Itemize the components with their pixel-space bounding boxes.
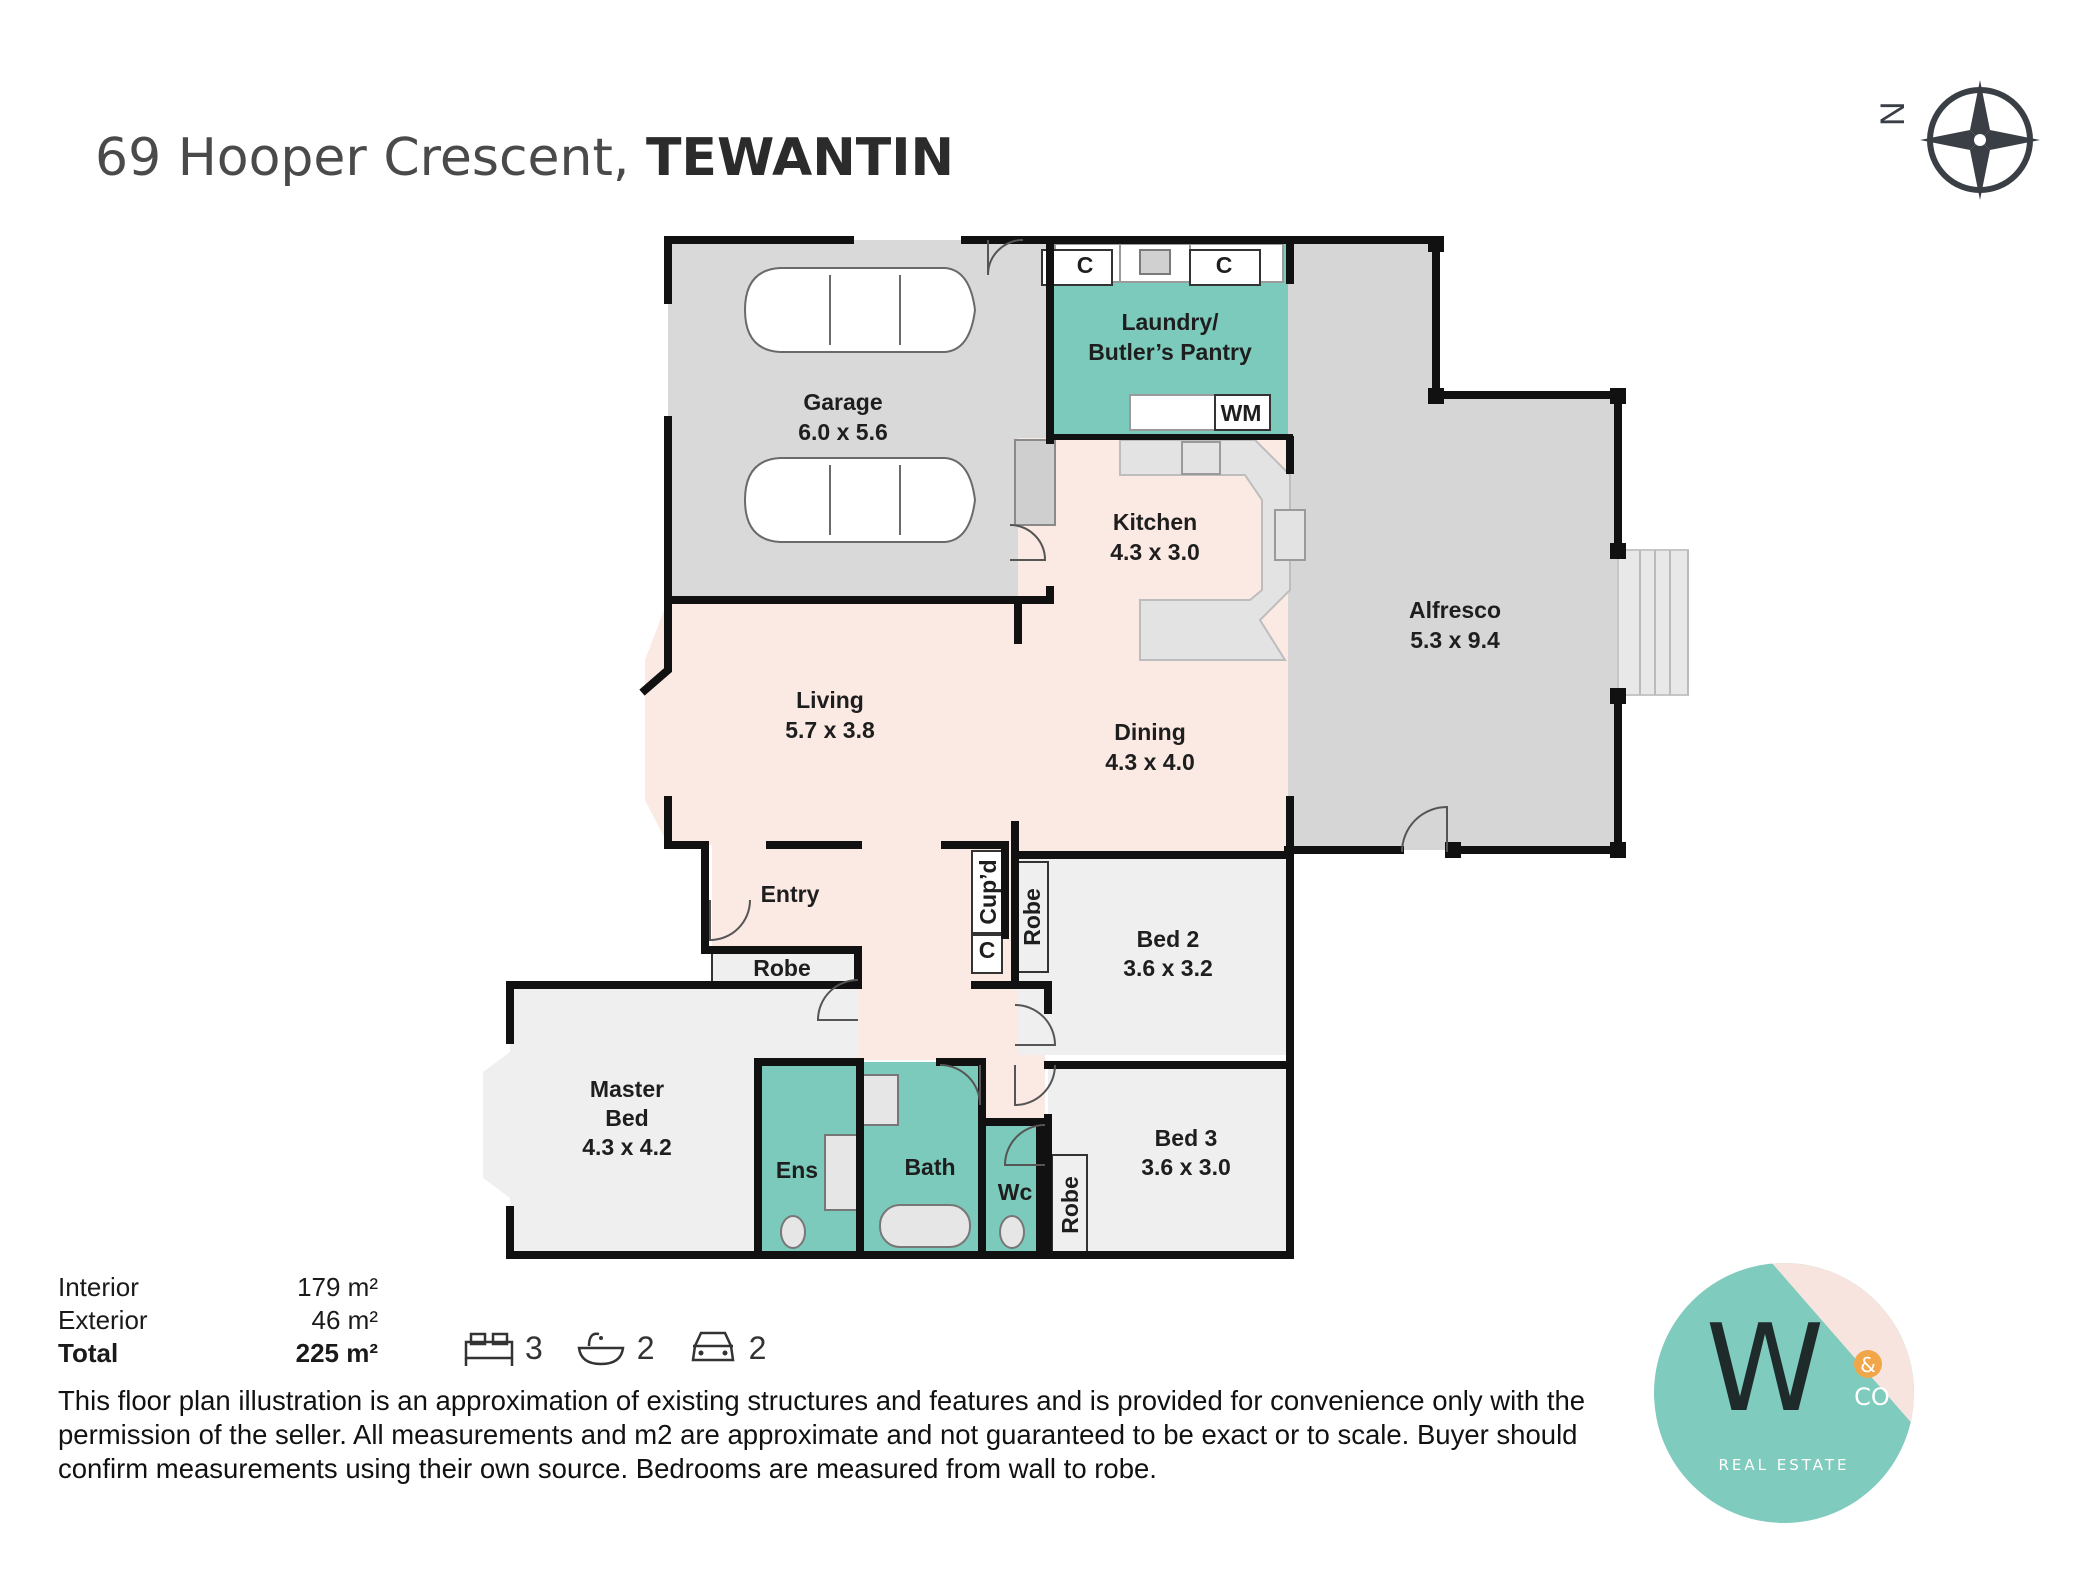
alfresco-area-main — [1288, 395, 1618, 850]
garage-dims: 6.0 x 5.6 — [798, 419, 888, 445]
master-bed-label-1: Master — [590, 1076, 664, 1102]
washing-machine-label: WM — [1221, 400, 1262, 426]
butlers-pantry-label: Butler’s Pantry — [1088, 339, 1252, 365]
logo-co: CO — [1854, 1383, 1890, 1411]
laundry-label: Laundry/ — [1121, 309, 1219, 335]
walls — [506, 236, 1622, 1259]
logo-letter: W — [1706, 1300, 1825, 1439]
suburb-text: TEWANTIN — [645, 128, 955, 188]
bed3-dims: 3.6 x 3.0 — [1141, 1154, 1231, 1180]
living-label: Living — [796, 687, 864, 713]
total-label: Total — [58, 1338, 119, 1368]
bath-label: Bath — [904, 1154, 955, 1180]
interior-value: 179 m² — [297, 1272, 378, 1302]
bed2-label: Bed 2 — [1137, 926, 1200, 952]
page-title: 69 Hooper Crescent, TEWANTIN — [95, 128, 954, 188]
dining-label: Dining — [1114, 719, 1186, 745]
bedroom-count: 3 — [525, 1329, 543, 1366]
cupboard-label-3: C — [979, 937, 996, 963]
kitchen-bench — [1119, 439, 1291, 661]
robe-label-master: Robe — [753, 955, 811, 981]
living-dims: 5.7 x 3.8 — [785, 717, 875, 743]
wc-label: Wc — [998, 1179, 1033, 1205]
kitchen-label: Kitchen — [1113, 509, 1197, 535]
cupboard-label-2: C — [1216, 252, 1233, 278]
car-icon — [691, 1331, 735, 1362]
exterior-value: 46 m² — [311, 1305, 378, 1335]
interior-label: Interior — [58, 1272, 139, 1302]
alfresco-dims: 5.3 x 9.4 — [1410, 627, 1500, 653]
total-value: 225 m² — [295, 1338, 378, 1368]
exterior-label: Exterior — [58, 1305, 148, 1335]
alfresco-label: Alfresco — [1409, 597, 1501, 623]
bed2-area — [1018, 855, 1288, 1055]
kitchen-dims: 4.3 x 3.0 — [1110, 539, 1200, 565]
address-text: 69 Hooper Crescent, — [95, 128, 630, 188]
robe-label-bed2: Robe — [1019, 888, 1045, 946]
car-icon — [743, 267, 977, 543]
ensuite-label: Ens — [776, 1157, 818, 1183]
logo-amp: & — [1860, 1353, 1876, 1377]
master-bed-dims: 4.3 x 4.2 — [582, 1134, 672, 1160]
garage-label: Garage — [803, 389, 882, 415]
bathroom-count: 2 — [636, 1329, 655, 1366]
bed-icon — [464, 1332, 514, 1366]
logo-tagline: REAL ESTATE — [1718, 1456, 1849, 1474]
car-count: 2 — [748, 1329, 767, 1366]
bath-icon — [577, 1332, 625, 1366]
disclaimer-text: This floor plan illustration is an appro… — [58, 1385, 1586, 1484]
cupboard-full-label: Cup’d — [975, 859, 1001, 924]
master-bed-label-2: Bed — [605, 1105, 648, 1131]
compass-icon: N — [1874, 80, 2040, 200]
agency-logo: W & CO REAL ESTATE — [1654, 1263, 1914, 1523]
bed2-dims: 3.6 x 3.2 — [1123, 955, 1213, 981]
area-summary: Interior 179 m² Exterior 46 m² Total 225 m² — [58, 1272, 378, 1371]
north-label: N — [1874, 101, 1912, 126]
alfresco-steps — [1617, 549, 1689, 696]
dining-dims: 4.3 x 4.0 — [1105, 749, 1195, 775]
cupboard-label-1: C — [1077, 252, 1094, 278]
feature-icons: 3 2 2 — [463, 1328, 784, 1368]
robe-label-bed3: Robe — [1057, 1176, 1083, 1234]
alfresco-area — [1288, 240, 1436, 395]
floor-plan: Garage 6.0 x 5.6 Laundry/ Butler’s Pantr… — [483, 236, 1689, 1259]
bed3-label: Bed 3 — [1155, 1125, 1218, 1151]
entry-label: Entry — [761, 881, 820, 907]
